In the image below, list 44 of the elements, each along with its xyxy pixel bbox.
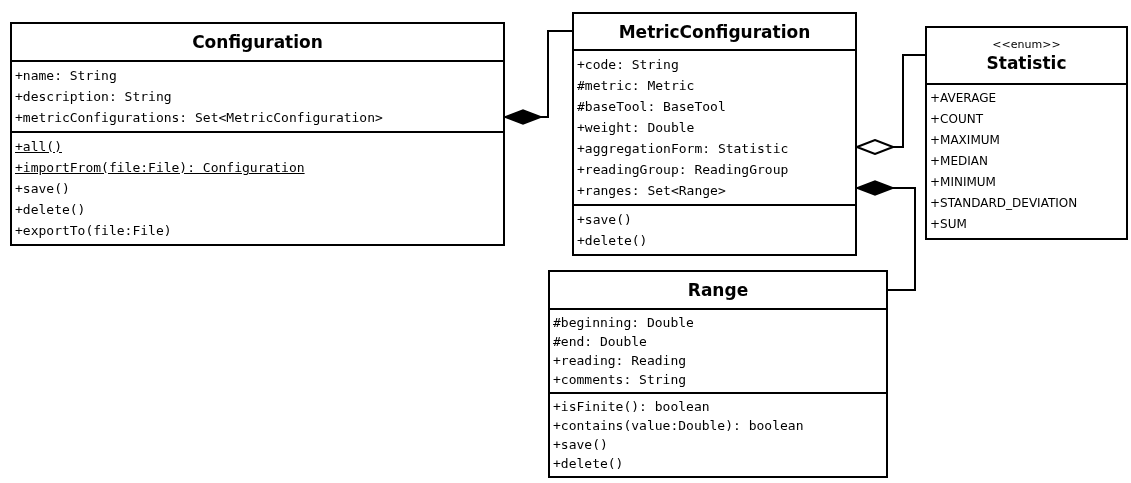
enum-value: +COUNT bbox=[930, 111, 983, 128]
enum-value: +MEDIAN bbox=[930, 153, 988, 170]
attribute-text: +metricConfigurations: Set<MetricConfiguration> bbox=[15, 109, 383, 127]
method-text: +contains(value:Double): boolean bbox=[553, 417, 804, 435]
enum-value: +SUM bbox=[930, 216, 967, 233]
attribute-text: +description: String bbox=[15, 88, 172, 106]
method-text: +all() bbox=[15, 138, 62, 156]
class-name: Statistic bbox=[986, 51, 1067, 74]
class-box bbox=[925, 26, 1128, 240]
stereotype-label: <<enum>> bbox=[992, 37, 1061, 52]
method-text: +isFinite(): boolean bbox=[553, 398, 710, 416]
composition-connector bbox=[856, 180, 916, 291]
aggregation-connector bbox=[856, 54, 926, 155]
attribute-text: #metric: Metric bbox=[577, 77, 695, 95]
class-box bbox=[572, 12, 857, 256]
attribute-text: +name: String bbox=[15, 67, 117, 85]
method-text: +importFrom(file:File): Configuration bbox=[15, 159, 305, 177]
class-box bbox=[548, 270, 888, 478]
attribute-text: #end: Double bbox=[553, 333, 647, 351]
attribute-text: +code: String bbox=[577, 56, 679, 74]
attribute-text: +comments: String bbox=[553, 371, 687, 389]
method-text: +save() bbox=[553, 436, 608, 454]
method-text: +save() bbox=[15, 180, 70, 198]
class-name: Range bbox=[687, 279, 749, 301]
attribute-text: +readingGroup: ReadingGroup bbox=[577, 161, 789, 179]
class-name: Configuration bbox=[192, 31, 323, 53]
enum-value: +AVERAGE bbox=[930, 90, 997, 107]
method-text: +save() bbox=[577, 211, 632, 229]
attribute-text: +reading: Reading bbox=[553, 352, 687, 370]
composition-connector bbox=[504, 30, 573, 125]
method-text: +delete() bbox=[15, 201, 86, 219]
class-box bbox=[10, 22, 505, 246]
method-text: +delete() bbox=[553, 455, 624, 473]
enum-value: +STANDARD_DEVIATION bbox=[930, 195, 1078, 212]
method-text: +exportTo(file:File) bbox=[15, 222, 172, 240]
method-text: +delete() bbox=[577, 232, 648, 250]
attribute-text: +weight: Double bbox=[577, 119, 695, 137]
attribute-text: #baseTool: BaseTool bbox=[577, 98, 726, 116]
enum-value: +MINIMUM bbox=[930, 174, 996, 191]
attribute-text: +aggregationForm: Statistic bbox=[577, 140, 789, 158]
attribute-text: +ranges: Set<Range> bbox=[577, 182, 726, 200]
enum-value: +MAXIMUM bbox=[930, 132, 1000, 149]
class-name: MetricConfiguration bbox=[618, 20, 811, 43]
attribute-text: #beginning: Double bbox=[553, 314, 694, 332]
